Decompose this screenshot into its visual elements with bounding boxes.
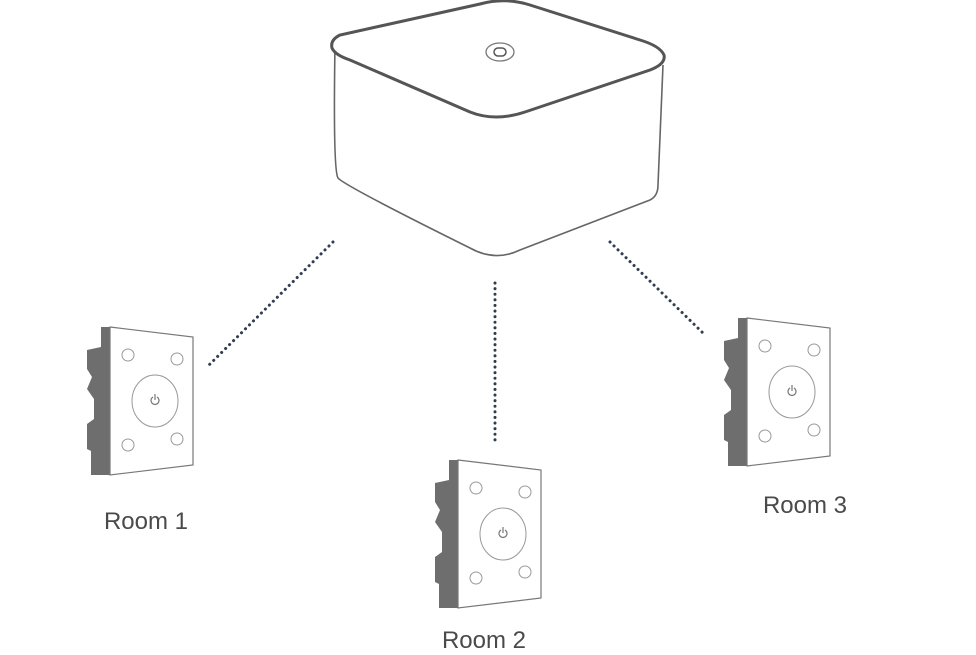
room-2-label: Room 2 bbox=[441, 627, 527, 654]
room-3-label: Room 3 bbox=[762, 492, 848, 519]
connector-room-3 bbox=[608, 240, 707, 337]
wall-switch-icon bbox=[434, 459, 542, 609]
connector-room-1 bbox=[205, 240, 335, 369]
wall-switch-icon bbox=[86, 326, 194, 476]
connector-lines bbox=[205, 240, 707, 447]
wall-switch-icon bbox=[723, 317, 831, 467]
hub-device bbox=[330, 0, 666, 257]
hub-button-icon bbox=[485, 42, 515, 62]
room-1-label: Room 1 bbox=[103, 508, 189, 535]
